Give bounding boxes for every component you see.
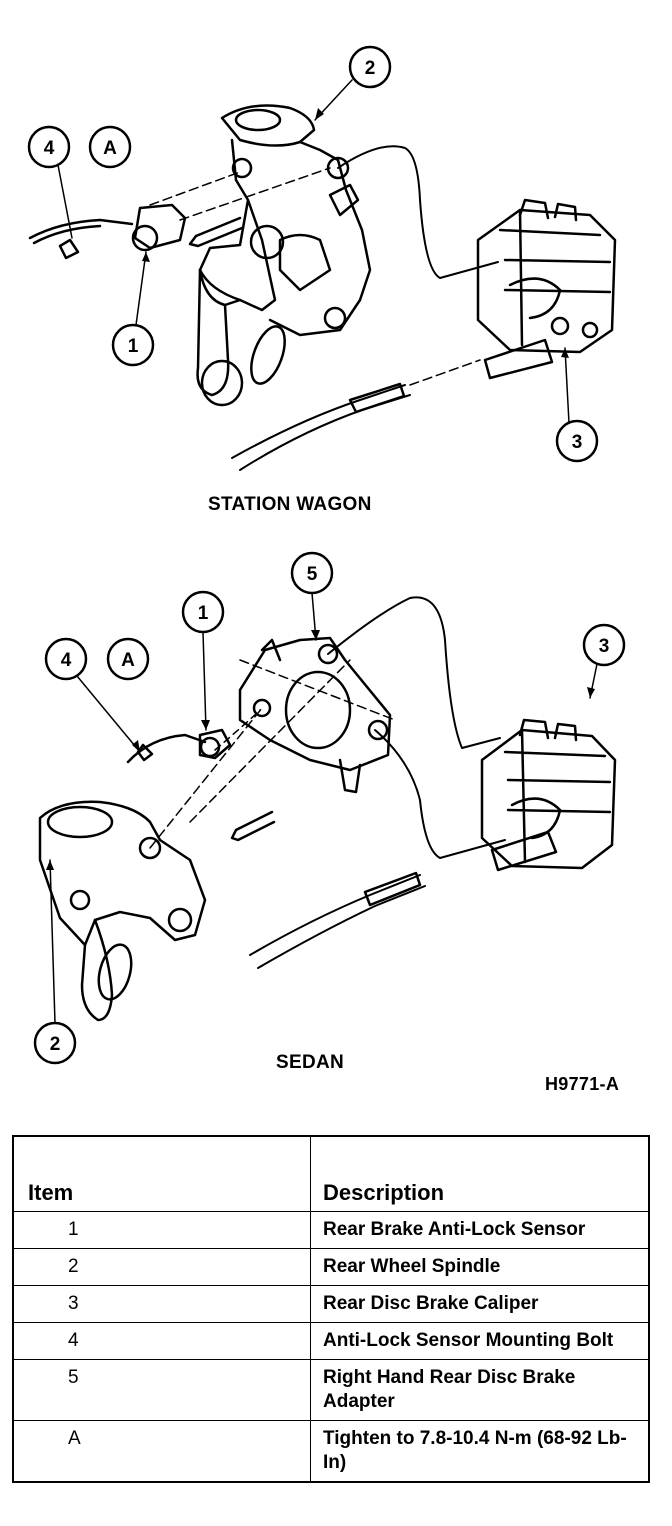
exploded-diagram: 4 A 2 1 3 5 1 4 A 3 2 [27, 45, 626, 1065]
table-header-row: Item Description [12, 1135, 650, 1212]
sedan-alignment-lines [149, 659, 396, 849]
item-cell: 5 [12, 1359, 311, 1421]
sedan-callout-label: 1 [198, 603, 209, 624]
parts-table: Item Description 1 Rear Brake Anti-Lock … [12, 1135, 650, 1483]
item-cell: 1 [12, 1211, 311, 1249]
description-column-header: Description [310, 1135, 650, 1212]
wagon-callout-circle [555, 419, 599, 463]
wagon-cable [231, 384, 411, 471]
wagon-callout-circle [111, 323, 155, 367]
sedan-callout-label: 5 [307, 564, 318, 585]
sedan-callout-label: A [121, 650, 135, 671]
sedan-callout-label: 2 [50, 1034, 61, 1055]
table-row: 2 Rear Wheel Spindle [12, 1248, 650, 1286]
wagon-callout-label: 1 [128, 336, 139, 357]
description-cell: Rear Disc Brake Caliper [310, 1285, 650, 1323]
wagon-spindle [196, 104, 372, 407]
table-row: 1 Rear Brake Anti-Lock Sensor [12, 1211, 650, 1249]
sedan-caption: SEDAN [276, 1052, 345, 1073]
wagon-brake-hose [337, 145, 499, 279]
item-cell: A [12, 1420, 311, 1483]
sedan-callout-circle [106, 637, 150, 681]
sedan-sensor [126, 709, 261, 764]
description-cell: Rear Wheel Spindle [310, 1248, 650, 1286]
wagon-callout-label: 3 [572, 432, 583, 453]
item-cell: 2 [12, 1248, 311, 1286]
item-cell: 3 [12, 1285, 311, 1323]
table-row: 3 Rear Disc Brake Caliper [12, 1285, 650, 1323]
wagon-bolt [188, 216, 244, 248]
table-row: 4 Anti-Lock Sensor Mounting Bolt [12, 1322, 650, 1360]
description-cell: Anti-Lock Sensor Mounting Bolt [310, 1322, 650, 1360]
table-row: 5 Right Hand Rear Disc Brake Adapter [12, 1359, 650, 1421]
sedan-callouts [33, 551, 626, 1065]
wagon-callout-circle [27, 125, 71, 169]
sedan-caliper [480, 718, 617, 872]
sedan-callout-label: 3 [599, 636, 610, 657]
description-cell: Rear Brake Anti-Lock Sensor [310, 1211, 650, 1249]
table-row: A Tighten to 7.8-10.4 N-m (68-92 Lb-In) [12, 1420, 650, 1483]
wagon-callout-circle [88, 125, 132, 169]
description-cell: Right Hand Rear Disc Brake Adapter [310, 1359, 650, 1421]
wagon-callouts [27, 45, 599, 463]
wagon-callout-label: 2 [365, 58, 376, 79]
station-wagon-caption: STATION WAGON [208, 494, 372, 515]
sedan-bolt [230, 810, 276, 842]
wagon-callout-circle [348, 45, 392, 89]
wagon-sensor [28, 203, 187, 260]
sedan-cable [249, 874, 426, 969]
sedan-spindle [38, 800, 207, 1022]
sedan-callout-label: 4 [61, 650, 72, 671]
sedan-callout-circle [582, 623, 626, 667]
wagon-callout-label: A [103, 138, 117, 159]
wagon-callout-label: 4 [44, 138, 55, 159]
sedan-adapter [238, 636, 392, 794]
sedan-brake-hose [327, 596, 501, 749]
description-cell: Tighten to 7.8-10.4 N-m (68-92 Lb-In) [310, 1420, 650, 1483]
wagon-alignment-lines [149, 167, 481, 386]
item-column-header: Item [12, 1135, 311, 1212]
figure-code: H9771-A [545, 1074, 620, 1094]
wagon-caliper [476, 198, 617, 380]
sedan-callout-circle [44, 637, 88, 681]
item-cell: 4 [12, 1322, 311, 1360]
